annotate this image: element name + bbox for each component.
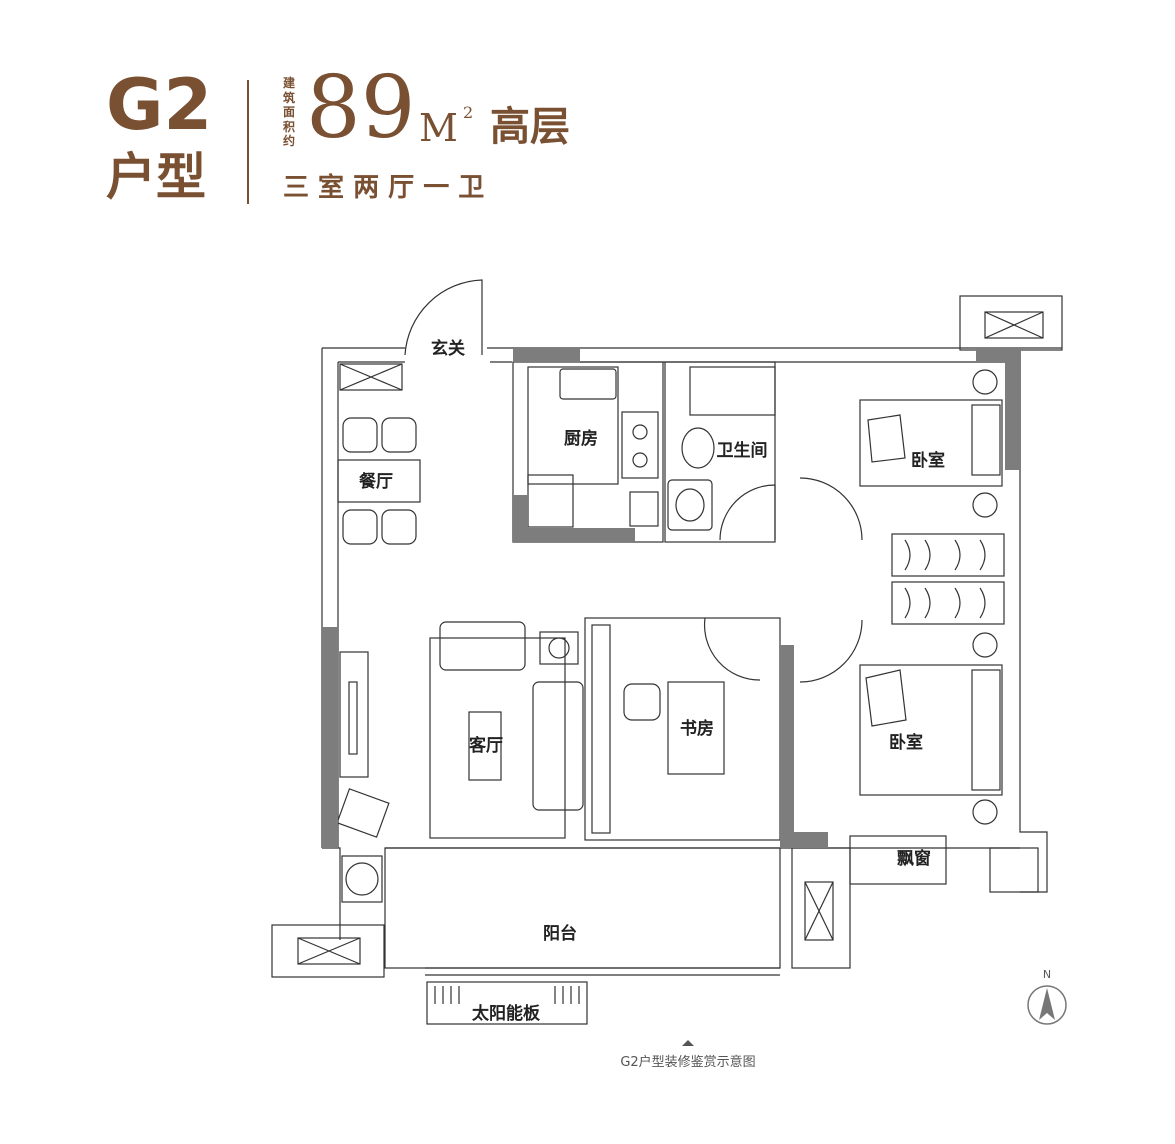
headboard-top [971, 404, 1001, 476]
kitchen-cabinet [629, 491, 659, 527]
ac-cross [804, 881, 834, 941]
dining-chair [381, 509, 417, 545]
shower-tray [689, 366, 776, 416]
bedroom-door-swing [799, 477, 863, 541]
study-door-swing [703, 617, 761, 681]
nightstand-lamp [972, 799, 998, 825]
compass-label: N [1043, 968, 1051, 981]
kitchen-sink [559, 368, 617, 400]
label-bedroom-bottom: 卧室 [889, 732, 923, 753]
ac-unit-inner [804, 881, 834, 941]
label-kitchen: 厨房 [564, 428, 598, 449]
label-balcony: 阳台 [543, 923, 577, 944]
label-dining: 餐厅 [359, 471, 393, 492]
bathroom-outline [664, 361, 776, 543]
living-rug [429, 637, 566, 839]
bath-door-swing [719, 484, 776, 541]
wall-block [513, 528, 635, 542]
wash-basin [667, 479, 713, 531]
wall-block [1005, 348, 1021, 470]
label-solar-panel: 太阳能板 [472, 1003, 541, 1024]
side-table [539, 631, 579, 665]
ac-cross [984, 311, 1044, 339]
label-bedroom-top: 卧室 [911, 450, 945, 471]
layout-description: 三 室 两 厅 一 卫 [283, 173, 485, 203]
basin-bowl [675, 488, 705, 522]
tv [348, 681, 358, 755]
area-unit-superscript: 2 [463, 103, 474, 122]
toilet [681, 427, 715, 469]
unit-code: G2 [106, 64, 213, 146]
area-unit: M [419, 106, 458, 150]
tv-cabinet [339, 651, 369, 778]
caption-marker [682, 1040, 694, 1046]
dining-chair [342, 417, 378, 453]
wardrobe [891, 533, 1005, 577]
wall-block [780, 645, 794, 835]
wardrobe-hangers [904, 539, 986, 619]
headboard-bottom [971, 669, 1001, 791]
bed-bottom [859, 664, 1003, 796]
bed-top [859, 399, 1003, 487]
label-bay-window: 飘窗 [897, 848, 931, 869]
header-divider [247, 80, 249, 204]
label-entrance: 玄关 [431, 338, 465, 359]
ac-cross [297, 937, 361, 965]
fridge [527, 474, 574, 528]
label-living: 客厅 [468, 735, 503, 756]
wall-block [780, 832, 828, 848]
washing-machine [341, 855, 383, 903]
shoe-cabinet-cross [339, 363, 403, 391]
bookshelf [591, 624, 611, 834]
pillow [867, 414, 906, 463]
pillow [865, 669, 907, 727]
cooktop [621, 411, 659, 479]
area-caption: 建筑面积约 [283, 76, 296, 148]
plan-caption: G2户型装修鉴赏示意图 [620, 1054, 755, 1070]
entrance-door-swing [404, 279, 483, 356]
study-desk [667, 681, 725, 775]
coffee-table [468, 711, 502, 781]
ac-unit-inner [297, 937, 361, 965]
balcony-outline [384, 847, 781, 969]
ac-unit [271, 924, 385, 978]
burner [632, 424, 648, 440]
shoe-cabinet [339, 363, 403, 391]
bedroom-door-swing [799, 619, 863, 683]
label-study: 书房 [680, 718, 714, 739]
balcony-rail [425, 967, 780, 976]
wall-block [322, 627, 338, 848]
solar-panel-ribs [434, 986, 580, 1004]
wardrobe [891, 581, 1005, 625]
compass-ring [1027, 985, 1067, 1025]
armchair [336, 788, 390, 838]
burner [632, 452, 648, 468]
label-bathroom: 卫生间 [717, 440, 768, 461]
building-type: 高层 [490, 104, 570, 150]
lamp [548, 637, 570, 659]
nightstand-lamp [972, 632, 998, 658]
nightstand-lamp [972, 492, 998, 518]
outer-wall [321, 347, 1062, 940]
kitchen-counter [527, 366, 619, 485]
area-value: 89 [306, 58, 416, 158]
ac-unit-inner [984, 311, 1044, 339]
dining-table [337, 459, 421, 503]
north-arrow-icon [1039, 988, 1055, 1020]
dining-chair [342, 509, 378, 545]
study-chair [623, 683, 661, 721]
inner-wall-line [337, 361, 1005, 848]
kitchen-outline [512, 361, 664, 543]
dining-chair [381, 417, 417, 453]
nightstand-lamp [972, 369, 998, 395]
solar-panel [426, 981, 588, 1025]
ac-unit [989, 847, 1039, 893]
washer-drum [345, 862, 379, 896]
unit-suffix: 户型 [106, 148, 206, 206]
wall-block [513, 348, 580, 362]
sofa [532, 681, 584, 811]
sofa-back [439, 621, 526, 671]
